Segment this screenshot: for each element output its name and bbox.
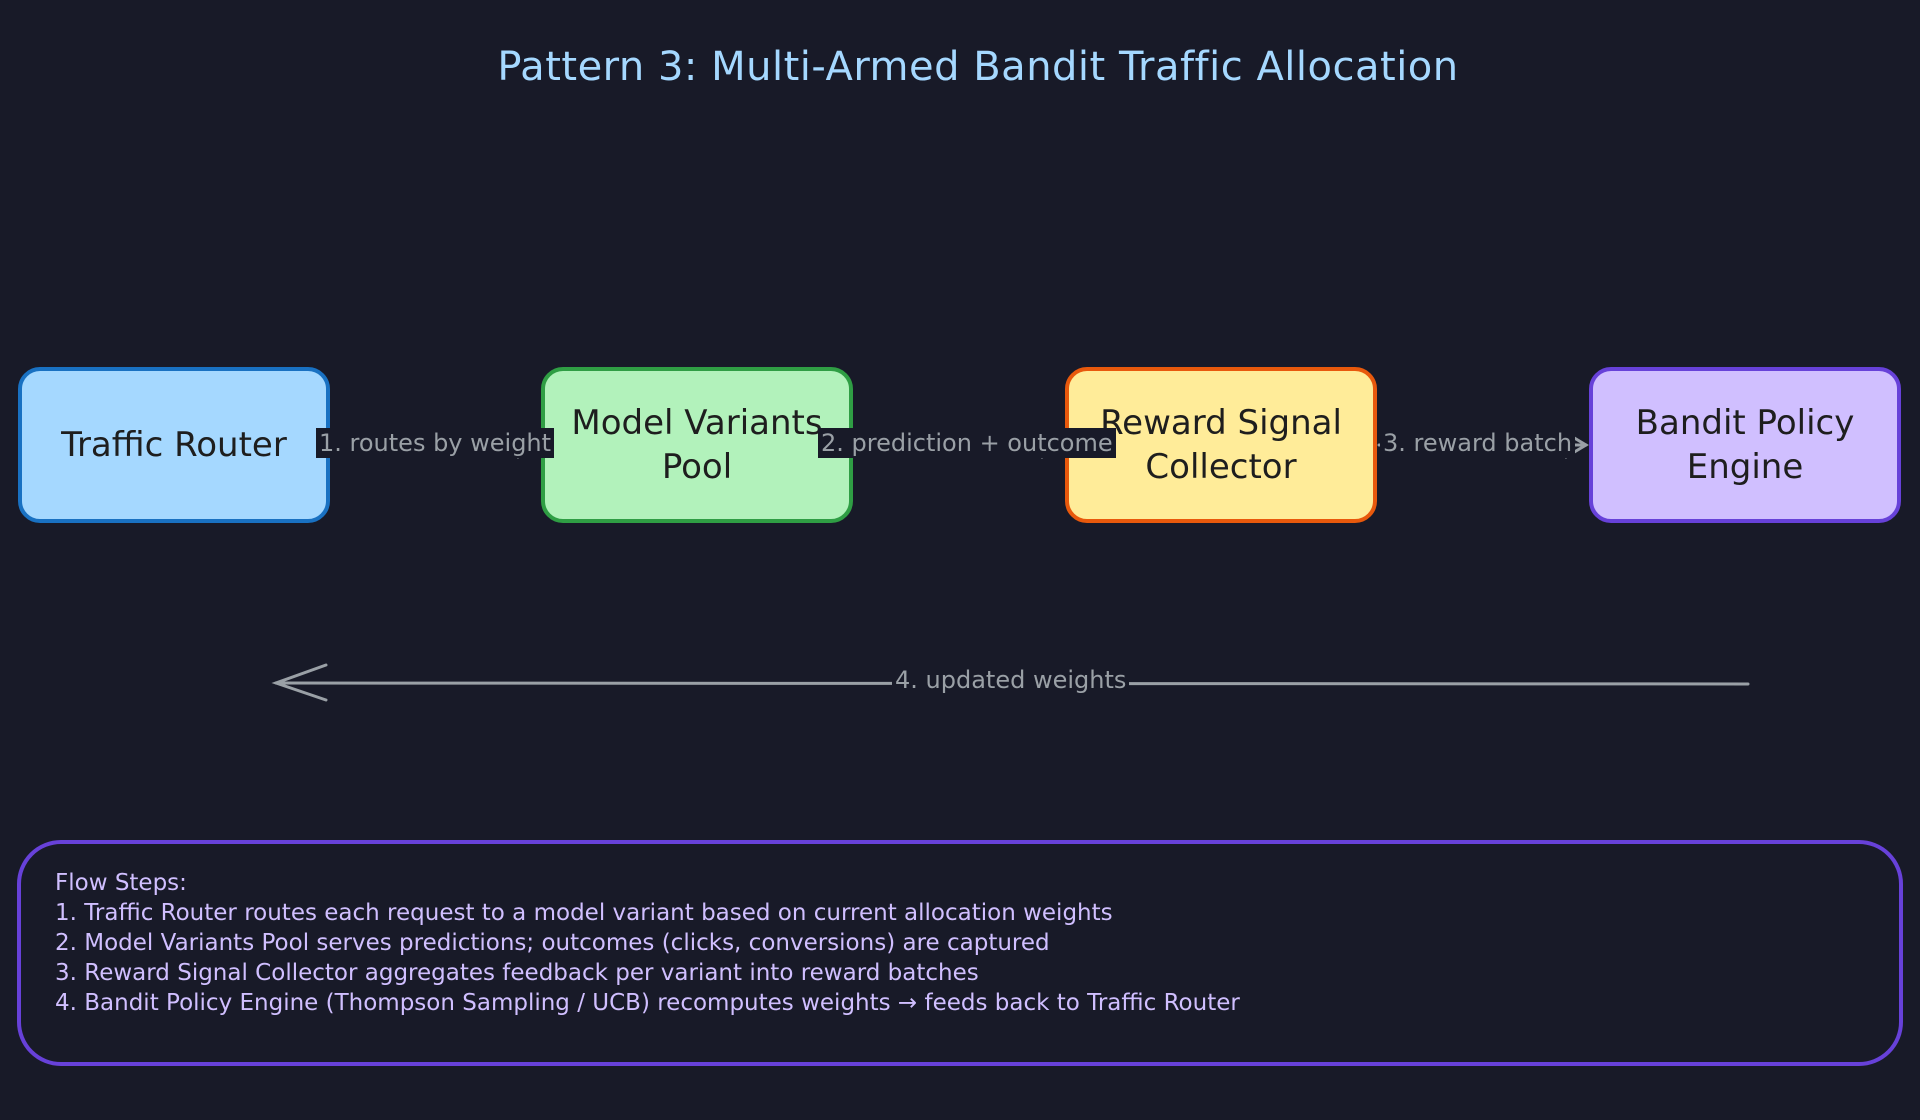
node-reward-signal-collector[interactable]: Reward Signal Collector: [1065, 367, 1377, 523]
node-model-variants-pool-label: Model Variants Pool: [571, 403, 823, 487]
diagram-title: Pattern 3: Multi-Armed Bandit Traffic Al…: [497, 44, 1459, 90]
edge-label-updated-weights: 4. updated weights: [892, 665, 1130, 695]
flow-step-4: 4. Bandit Policy Engine (Thompson Sampli…: [55, 990, 1240, 1016]
flow-step-2: 2. Model Variants Pool serves prediction…: [55, 930, 1050, 956]
edge-label-prediction-outcome: 2. prediction + outcome: [818, 428, 1116, 458]
arrowhead-4: [271, 663, 328, 702]
edge-label-routes-by-weight: 1. routes by weight: [316, 428, 555, 458]
edge-label-reward-batch: 3. reward batch: [1380, 428, 1576, 458]
flow-steps-box: Flow Steps: 1. Traffic Router routes eac…: [17, 840, 1903, 1066]
flow-step-1: 1. Traffic Router routes each request to…: [55, 900, 1113, 926]
node-traffic-router-label: Traffic Router: [61, 425, 287, 465]
flow-steps-heading: Flow Steps:: [55, 870, 187, 896]
node-model-variants-pool[interactable]: Model Variants Pool: [541, 367, 853, 523]
node-bandit-policy-engine[interactable]: Bandit Policy Engine: [1589, 367, 1901, 523]
node-bandit-policy-engine-label: Bandit Policy Engine: [1635, 403, 1855, 487]
node-reward-signal-collector-label: Reward Signal Collector: [1100, 403, 1342, 487]
node-traffic-router[interactable]: Traffic Router: [18, 367, 330, 523]
flow-step-3: 3. Reward Signal Collector aggregates fe…: [55, 960, 979, 986]
